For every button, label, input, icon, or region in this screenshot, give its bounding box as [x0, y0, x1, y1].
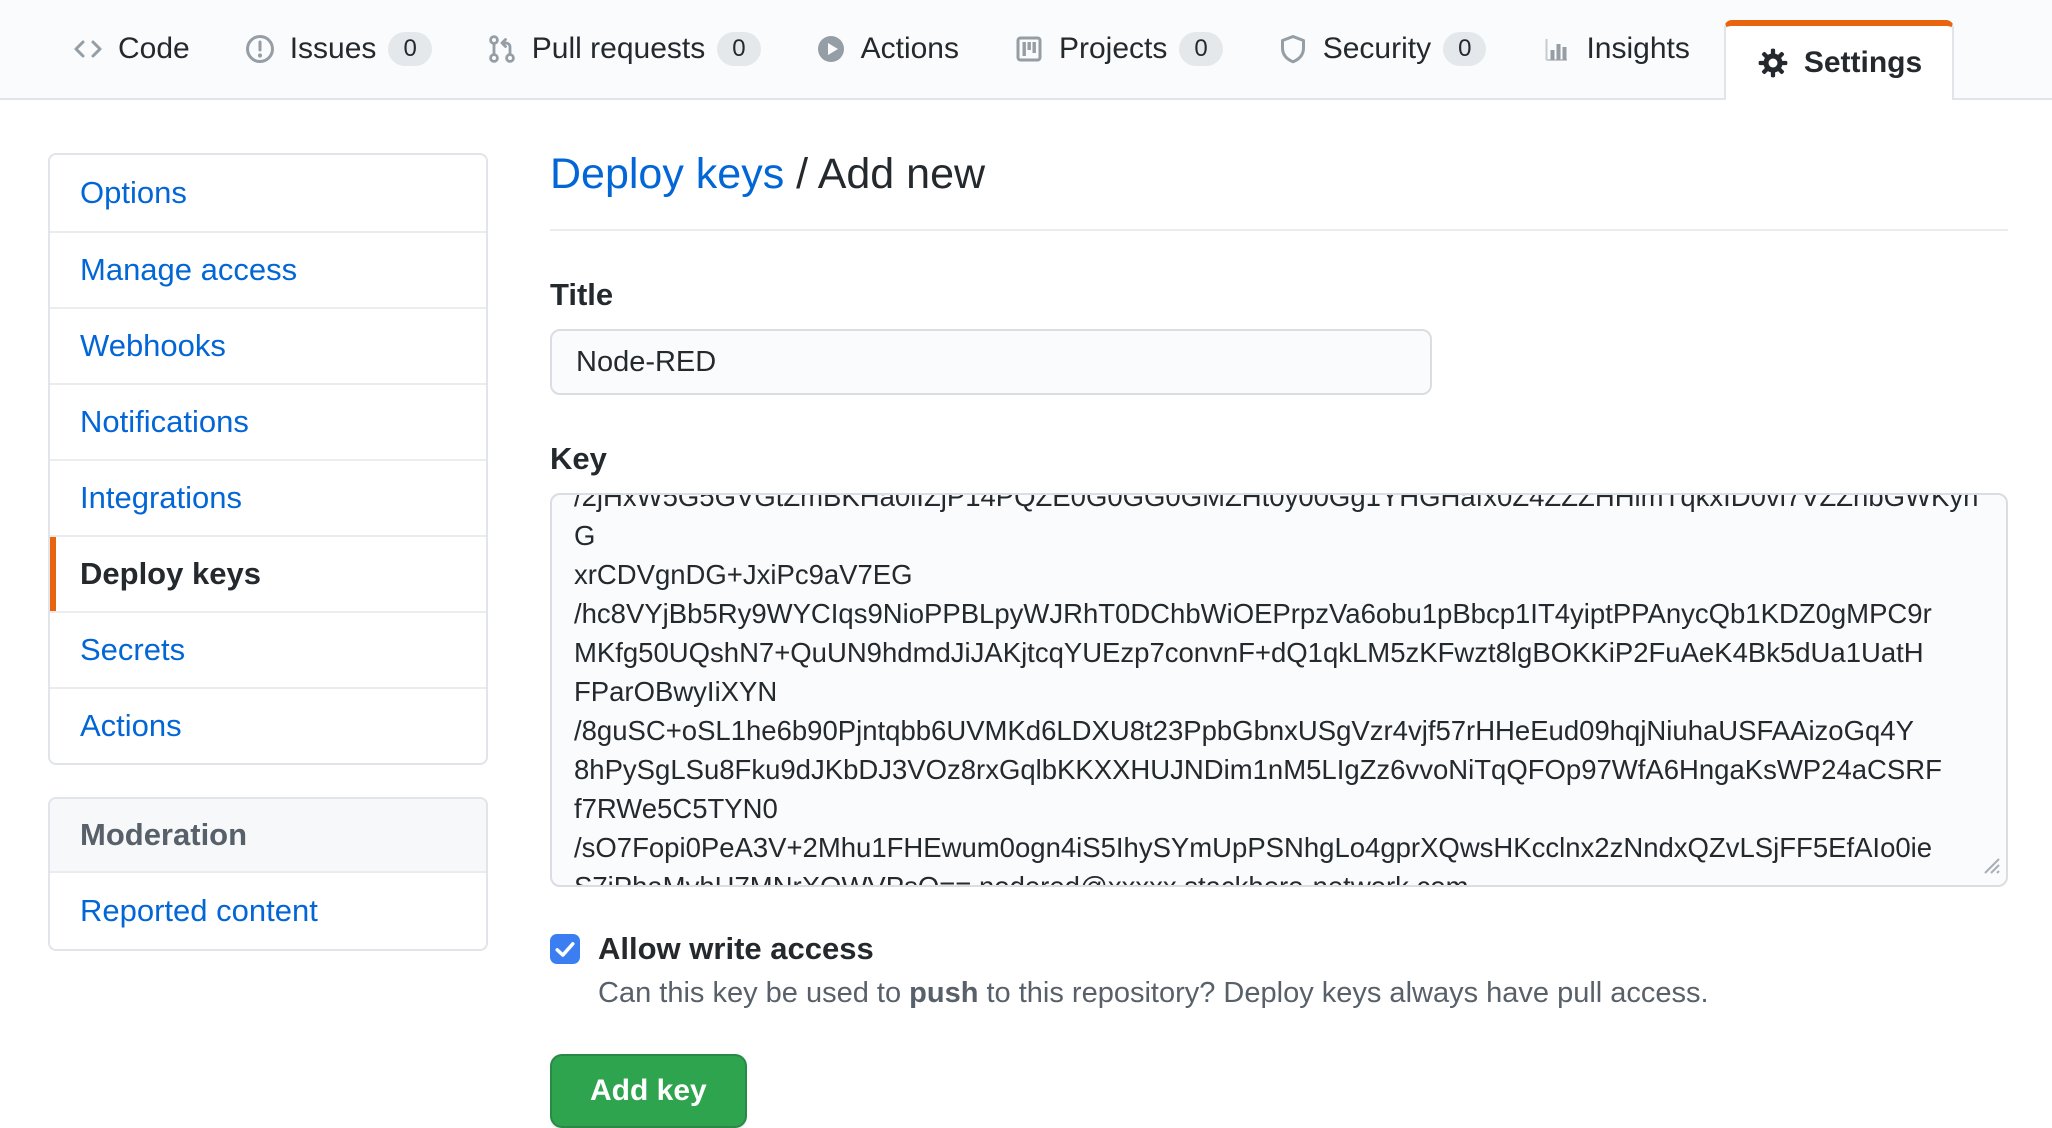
tab-actions[interactable]: Actions	[795, 32, 979, 66]
moderation-header: Moderation	[50, 799, 486, 873]
tab-insights[interactable]: Insights	[1520, 32, 1709, 66]
tab-label: Code	[118, 32, 190, 65]
title-field-label: Title	[550, 277, 614, 312]
tab-label: Settings	[1803, 46, 1923, 79]
sidebar-item-manage-access[interactable]: Manage access	[50, 231, 486, 307]
project-board-icon	[1013, 33, 1045, 65]
allow-write-access-label[interactable]: Allow write access	[598, 931, 874, 966]
add-key-button[interactable]: Add key	[550, 1054, 747, 1128]
pull-request-icon	[486, 33, 518, 65]
security-count-badge: 0	[1443, 32, 1487, 66]
settings-sidebar: Options Manage access Webhooks Notificat…	[48, 153, 488, 765]
sidebar-item-actions[interactable]: Actions	[50, 687, 486, 763]
tab-label: Insights	[1586, 32, 1690, 65]
sidebar-item-deploy-keys[interactable]: Deploy keys	[50, 535, 486, 611]
tab-label: Projects	[1058, 32, 1168, 65]
tab-pull-requests[interactable]: Pull requests 0	[466, 32, 781, 66]
shield-icon	[1277, 33, 1309, 65]
page-title: Deploy keys / Add new	[550, 150, 2008, 231]
write-access-help-text: Can this key be used to push to this rep…	[598, 977, 1709, 1009]
repo-nav: Code Issues 0 Pull requests 0 Actions Pr…	[0, 0, 2052, 100]
tab-issues[interactable]: Issues 0	[224, 32, 452, 66]
tab-settings[interactable]: Settings	[1723, 20, 1955, 100]
tab-security[interactable]: Security 0	[1257, 32, 1507, 66]
title-input[interactable]	[550, 329, 1432, 395]
sidebar-item-integrations[interactable]: Integrations	[50, 459, 486, 535]
code-icon	[72, 33, 104, 65]
sidebar-item-reported-content[interactable]: Reported content	[80, 893, 318, 928]
tab-projects[interactable]: Projects 0	[993, 32, 1243, 66]
tab-label: Pull requests	[531, 32, 706, 65]
issue-icon	[244, 33, 276, 65]
sidebar-item-webhooks[interactable]: Webhooks	[50, 307, 486, 383]
resize-handle[interactable]	[1977, 851, 2001, 880]
play-icon	[815, 33, 847, 65]
gear-icon	[1756, 46, 1790, 80]
tab-label: Issues	[289, 32, 377, 65]
tab-label: Actions	[860, 32, 959, 65]
pull-requests-count-badge: 0	[717, 32, 761, 66]
projects-count-badge: 0	[1179, 32, 1223, 66]
sidebar-item-options[interactable]: Options	[80, 175, 187, 210]
tab-code[interactable]: Code	[52, 32, 210, 66]
graph-icon	[1540, 33, 1572, 65]
moderation-sidebar: Moderation Reported content	[48, 797, 488, 951]
issues-count-badge: 0	[388, 32, 432, 66]
sidebar-item-notifications[interactable]: Notifications	[50, 383, 486, 459]
deploy-key-form: Deploy keys / Add new Title Key /2jHxW5G…	[550, 150, 2008, 1128]
breadcrumb-current-label: / Add new	[796, 150, 986, 198]
key-textarea-value: /2jHxW5G5GVGtZmBKHa0iIZjP14PQZE0G0GG0GMZ…	[574, 493, 1979, 887]
deploy-keys-breadcrumb-link[interactable]: Deploy keys	[550, 150, 785, 198]
sidebar-item-secrets[interactable]: Secrets	[50, 611, 486, 687]
tab-label: Security	[1322, 32, 1432, 65]
key-field-label: Key	[550, 441, 607, 476]
allow-write-access-checkbox[interactable]	[550, 934, 580, 964]
key-textarea[interactable]: /2jHxW5G5GVGtZmBKHa0iIZjP14PQZE0G0GG0GMZ…	[550, 493, 2008, 887]
